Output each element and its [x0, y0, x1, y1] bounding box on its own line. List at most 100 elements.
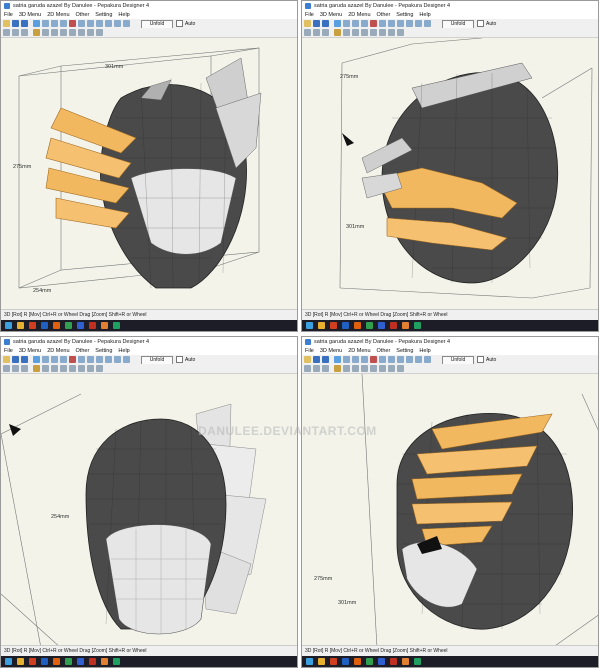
face-tool-icon[interactable]	[361, 20, 368, 27]
join-tool-icon[interactable]	[379, 20, 386, 27]
menu-help[interactable]: Help	[118, 12, 130, 18]
edge-tool-icon[interactable]	[51, 356, 58, 363]
save-file-icon[interactable]	[322, 356, 329, 363]
wireframe-icon[interactable]	[343, 365, 350, 372]
view-front-icon[interactable]	[304, 29, 311, 36]
view-top-icon[interactable]	[322, 29, 329, 36]
select-tool-icon[interactable]	[33, 20, 40, 27]
save-file-icon[interactable]	[322, 20, 329, 27]
undo-icon[interactable]	[78, 29, 85, 36]
edge-tool-icon[interactable]	[352, 356, 359, 363]
taskbar-app-icon[interactable]	[402, 658, 409, 665]
new-file-icon[interactable]	[3, 20, 10, 27]
print-tool-icon[interactable]	[123, 356, 130, 363]
new-file-icon[interactable]	[3, 356, 10, 363]
join-tool-icon[interactable]	[78, 356, 85, 363]
taskbar-app-icon[interactable]	[354, 658, 361, 665]
open-file-icon[interactable]	[12, 356, 19, 363]
menu-3d[interactable]: 3D Menu	[319, 348, 343, 354]
shade-icon[interactable]	[51, 365, 58, 372]
edge-display-icon[interactable]	[361, 29, 368, 36]
taskbar-app-icon[interactable]	[330, 322, 337, 329]
view-side-icon[interactable]	[12, 29, 19, 36]
taskbar-app-icon[interactable]	[390, 658, 397, 665]
taskbar-app-icon[interactable]	[402, 322, 409, 329]
move-tool-icon[interactable]	[96, 20, 103, 27]
shade-icon[interactable]	[352, 365, 359, 372]
taskbar-app-icon[interactable]	[113, 658, 120, 665]
menu-2d[interactable]: 2D Menu	[348, 348, 371, 354]
rotate-tool-icon[interactable]	[388, 356, 395, 363]
rotate-tool-icon[interactable]	[388, 20, 395, 27]
taskbar-app-icon[interactable]	[354, 322, 361, 329]
face-tool-icon[interactable]	[60, 20, 67, 27]
new-file-icon[interactable]	[304, 356, 311, 363]
zoom-tool-icon[interactable]	[406, 356, 413, 363]
view-side-icon[interactable]	[12, 365, 19, 372]
taskbar-app-icon[interactable]	[89, 322, 96, 329]
edge-display-icon[interactable]	[60, 365, 67, 372]
edge-display-icon[interactable]	[361, 365, 368, 372]
view-side-icon[interactable]	[313, 29, 320, 36]
edit-tool-icon[interactable]	[343, 20, 350, 27]
menu-3d[interactable]: 3D Menu	[18, 12, 42, 18]
cut-tool-icon[interactable]	[69, 20, 76, 27]
wireframe-icon[interactable]	[42, 29, 49, 36]
taskbar-app-icon[interactable]	[101, 322, 108, 329]
scale-icon[interactable]	[96, 29, 103, 36]
menu-3d[interactable]: 3D Menu	[319, 12, 343, 18]
zoom-tool-icon[interactable]	[105, 20, 112, 27]
taskbar-app-icon[interactable]	[41, 322, 48, 329]
view-top-icon[interactable]	[21, 365, 28, 372]
taskbar-app-icon[interactable]	[330, 658, 337, 665]
view-front-icon[interactable]	[3, 365, 10, 372]
menu-other[interactable]: Other	[75, 348, 90, 354]
taskbar-app-icon[interactable]	[113, 322, 120, 329]
save-file-icon[interactable]	[21, 356, 28, 363]
taskbar-app-icon[interactable]	[101, 658, 108, 665]
menu-other[interactable]: Other	[376, 12, 391, 18]
edge-tool-icon[interactable]	[51, 20, 58, 27]
auto-checkbox[interactable]: Auto	[176, 20, 195, 28]
undo-icon[interactable]	[379, 29, 386, 36]
print-tool-icon[interactable]	[123, 20, 130, 27]
shade-icon[interactable]	[352, 29, 359, 36]
menu-help[interactable]: Help	[419, 12, 431, 18]
cut-tool-icon[interactable]	[370, 356, 377, 363]
taskbar-app-icon[interactable]	[342, 322, 349, 329]
taskbar-app-icon[interactable]	[77, 658, 84, 665]
menu-file[interactable]: File	[4, 12, 13, 18]
move-tool-icon[interactable]	[397, 356, 404, 363]
scale-icon[interactable]	[96, 365, 103, 372]
start-icon[interactable]	[306, 322, 313, 329]
taskbar-app-icon[interactable]	[318, 658, 325, 665]
rotate-tool-icon[interactable]	[87, 356, 94, 363]
taskbar-app-icon[interactable]	[89, 658, 96, 665]
cut-tool-icon[interactable]	[69, 356, 76, 363]
print-tool-icon[interactable]	[424, 356, 431, 363]
3d-viewport[interactable]: 275mm 301mm	[302, 38, 598, 310]
view-top-icon[interactable]	[21, 29, 28, 36]
zoom-tool-icon[interactable]	[105, 356, 112, 363]
taskbar-app-icon[interactable]	[318, 322, 325, 329]
zoom-tool-icon[interactable]	[406, 20, 413, 27]
menu-2d[interactable]: 2D Menu	[348, 12, 371, 18]
view-top-icon[interactable]	[322, 365, 329, 372]
taskbar-app-icon[interactable]	[342, 658, 349, 665]
select-tool-icon[interactable]	[334, 356, 341, 363]
select-tool-icon[interactable]	[334, 20, 341, 27]
taskbar-app-icon[interactable]	[29, 322, 36, 329]
taskbar-app-icon[interactable]	[53, 658, 60, 665]
flap-tool-icon[interactable]	[415, 356, 422, 363]
taskbar-app-icon[interactable]	[390, 322, 397, 329]
menu-file[interactable]: File	[4, 348, 13, 354]
texture-icon[interactable]	[33, 365, 40, 372]
taskbar-app-icon[interactable]	[53, 322, 60, 329]
select-tool-icon[interactable]	[33, 356, 40, 363]
taskbar-app-icon[interactable]	[366, 658, 373, 665]
move-tool-icon[interactable]	[96, 356, 103, 363]
view-side-icon[interactable]	[313, 365, 320, 372]
join-tool-icon[interactable]	[379, 356, 386, 363]
scale-icon[interactable]	[397, 365, 404, 372]
redo-icon[interactable]	[87, 29, 94, 36]
